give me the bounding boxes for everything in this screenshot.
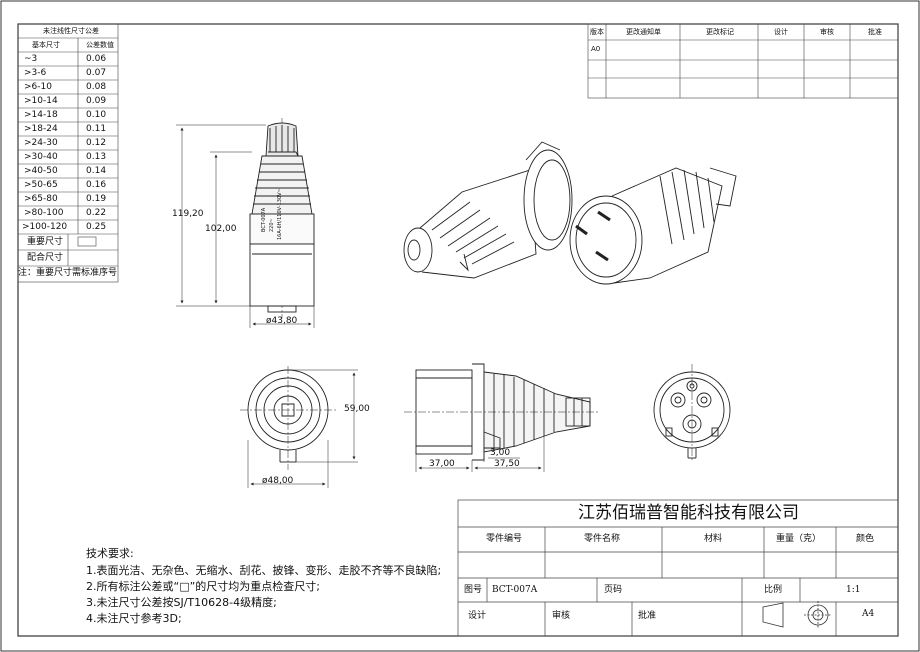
table-row: 0.13	[86, 152, 107, 162]
back-view-dimensions	[247, 369, 358, 488]
table-row: 0.08	[86, 82, 107, 92]
table-row: >50-65	[24, 180, 58, 190]
table-row: 0.09	[86, 96, 107, 106]
sheet-size: A4	[862, 609, 875, 619]
fit-dimension-label: 配合尺寸	[27, 253, 64, 263]
table-row: >100-120	[22, 222, 68, 232]
table-row: 0.19	[86, 194, 107, 204]
table-row: >80-100	[24, 208, 64, 218]
page-label: 页码	[604, 585, 623, 595]
revision-header-mark: 更改标记	[706, 28, 734, 36]
table-row: >24-30	[24, 138, 58, 148]
dimension-height: 59,00	[344, 404, 370, 414]
tolerance-header-size: 基本尺寸	[32, 41, 60, 49]
review-label: 审核	[552, 611, 571, 621]
title-block-grid	[457, 499, 899, 637]
revision-table-grid	[587, 23, 899, 99]
scale-value: 1:1	[846, 585, 861, 595]
side-view-dimensions	[415, 436, 545, 472]
table-row: 0.06	[86, 54, 107, 64]
table-row: >40-50	[24, 166, 58, 176]
product-print-voltage: 220~	[269, 218, 275, 232]
dimension-side-c: 37,50	[494, 459, 520, 469]
part-no-label: 零件编号	[486, 534, 523, 544]
back-view	[240, 366, 336, 470]
table-row: ~3	[24, 54, 38, 64]
revision-header-approve: 批准	[868, 28, 882, 36]
drawing-no-label: 图号	[464, 585, 483, 595]
dimension-side-a: 37,00	[429, 459, 455, 469]
front-view-dimensions	[176, 124, 315, 328]
revision-header-version: 版本	[590, 28, 604, 36]
tolerance-table-grid	[17, 23, 119, 283]
dimension-total-length: 119,20	[172, 209, 204, 219]
table-row: 0.11	[86, 124, 107, 134]
table-row: >18-24	[24, 124, 58, 134]
table-row: 0.14	[86, 166, 107, 176]
weight-label: 重量（克）	[776, 534, 822, 544]
table-row: 0.07	[86, 68, 107, 78]
tolerance-table-title: 未注线性尺寸公差	[43, 27, 99, 35]
product-print-rating: 16A-6H/110V-130V~	[277, 188, 283, 240]
table-row: 0.25	[86, 222, 107, 232]
face-view	[653, 364, 731, 462]
dimension-rear-diameter: ø48,00	[262, 476, 294, 486]
table-row: >3-6	[24, 68, 47, 78]
tolerance-note: 注：重要尺寸需标准序号	[18, 268, 118, 278]
revision-header-review: 审核	[820, 28, 834, 36]
product-print-model: BCT-007A	[261, 207, 267, 232]
table-row: >6-10	[24, 82, 52, 92]
part-name-label: 零件名称	[584, 534, 621, 544]
table-row: >30-40	[24, 152, 58, 162]
dimension-front-diameter: ø43,80	[266, 316, 298, 326]
table-row: >14-18	[24, 110, 58, 120]
design-label: 设计	[468, 611, 487, 621]
color-label: 颜色	[856, 534, 875, 544]
material-label: 材料	[704, 534, 723, 544]
iso-view-plug-side	[403, 141, 573, 279]
scale-label: 比例	[764, 585, 783, 595]
table-row: >65-80	[24, 194, 58, 204]
company-name: 江苏佰瑞普智能科技有限公司	[578, 503, 799, 523]
table-row: 0.12	[86, 138, 107, 148]
dimension-side-b: 3,00	[490, 448, 511, 458]
table-row: 0.16	[86, 180, 107, 190]
drawing-no-value: BCT-007A	[492, 585, 538, 595]
requirement-item: 4.未注尺寸参考3D;	[86, 612, 182, 625]
front-view	[249, 118, 315, 318]
iso-view-plug-pins	[569, 167, 737, 285]
table-row: >10-14	[24, 96, 58, 106]
table-row: 0.10	[86, 110, 107, 120]
requirement-item: 2.所有标注公差或“□”的尺寸均为重点检查尺寸;	[86, 580, 320, 593]
revision-header-notice: 更改通知单	[626, 28, 661, 36]
requirement-item: 3.未注尺寸公差按SJ/T10628-4级精度;	[86, 596, 277, 609]
table-row: 0.22	[86, 208, 107, 218]
important-dimension-label: 重要尺寸	[27, 237, 64, 247]
projection-symbol	[762, 601, 832, 629]
revision-version-value: A0	[591, 45, 601, 53]
side-view	[404, 363, 600, 461]
requirements-title: 技术要求:	[86, 547, 134, 560]
approve-label: 批准	[638, 611, 657, 621]
dimension-body-length: 102,00	[205, 224, 237, 234]
revision-header-design: 设计	[774, 28, 788, 36]
tolerance-header-value: 公差数值	[86, 41, 114, 49]
requirement-item: 1.表面光洁、无杂色、无缩水、刮花、披锋、变形、走胶不齐等不良缺陷;	[86, 564, 442, 577]
